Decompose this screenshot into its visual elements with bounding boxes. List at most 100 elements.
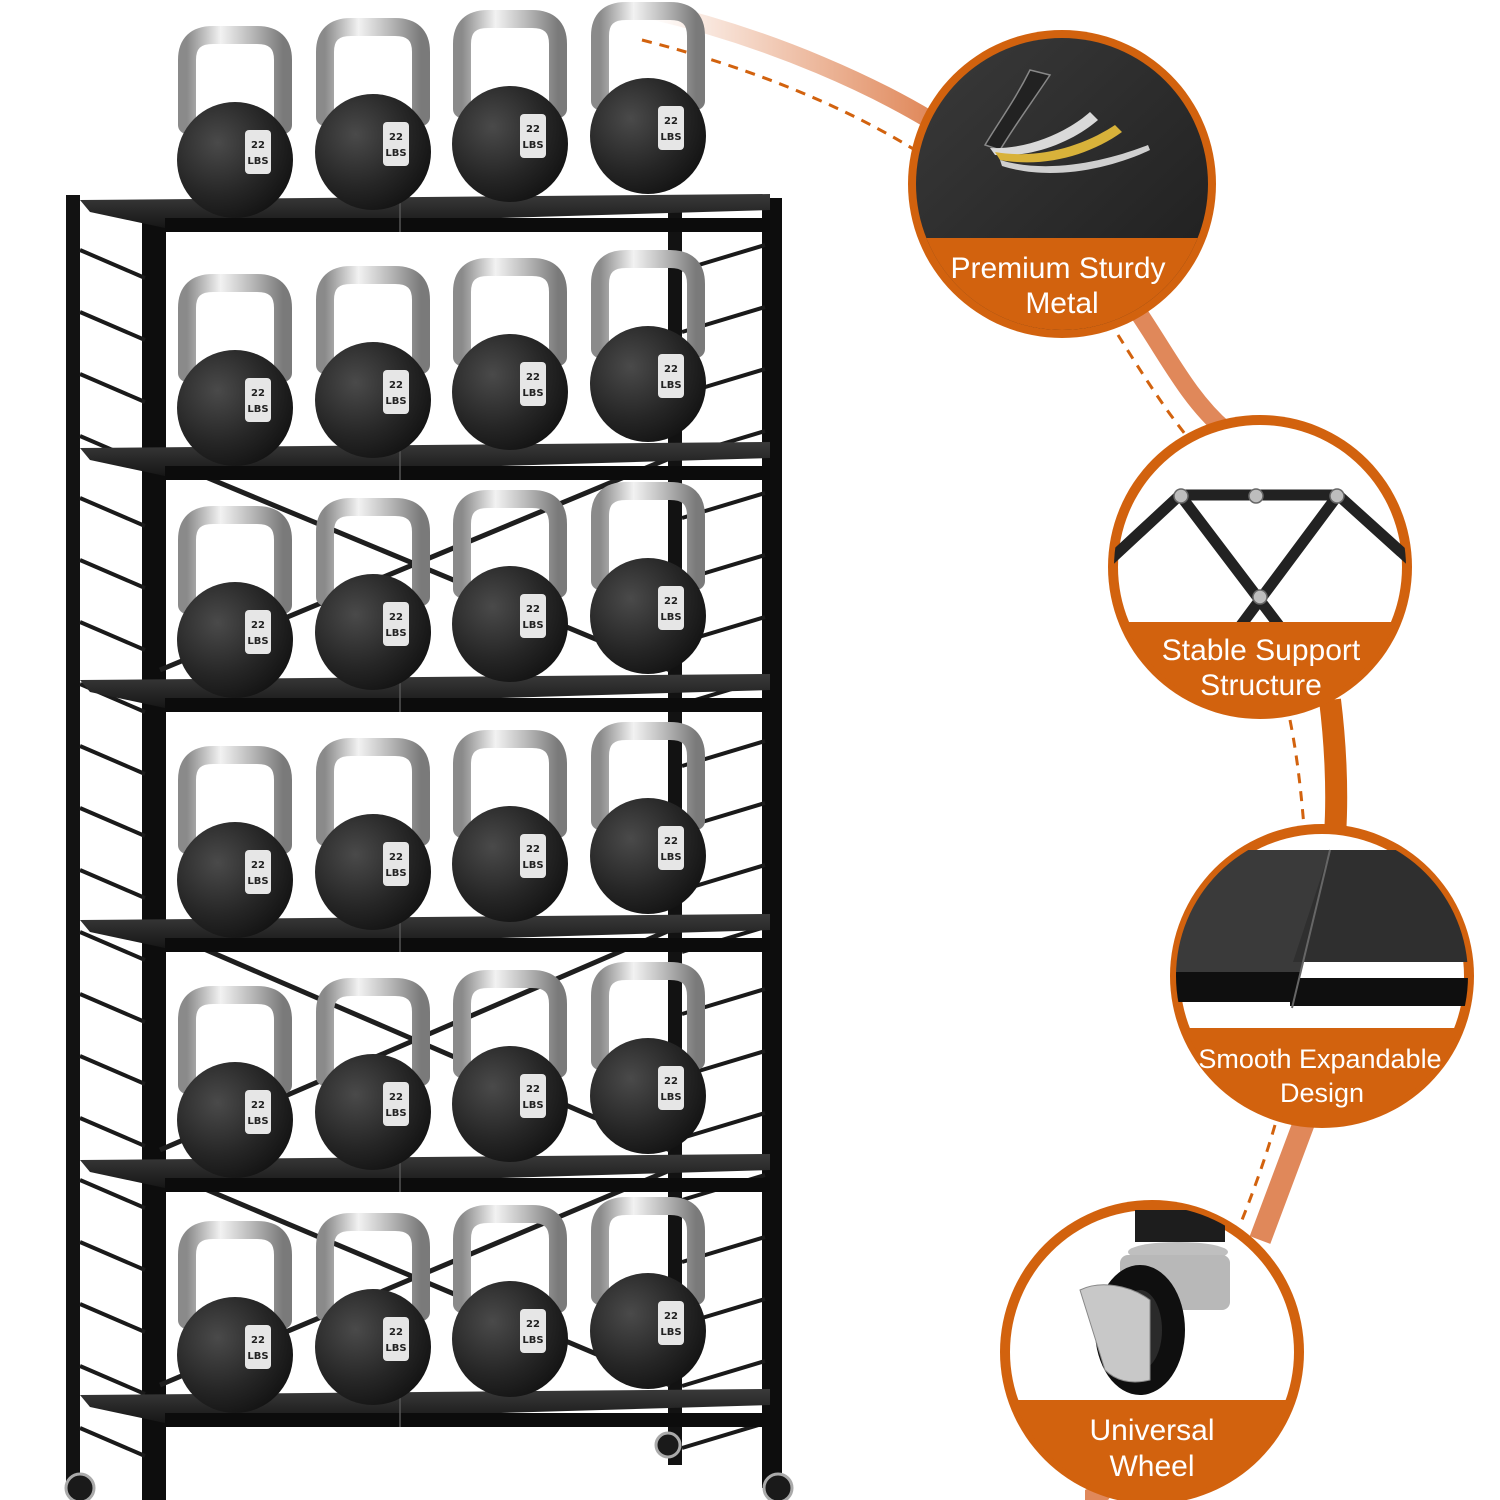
callout-label-line1: Smooth Expandable [1198,1044,1441,1074]
kettlebell-body [315,814,431,930]
kettlebell-body [590,1273,706,1389]
weight-label-plate [658,826,684,870]
side-rung [681,1421,766,1450]
weight-unit: LBS [522,860,543,871]
callout-label-line2: Structure [1200,669,1322,702]
weight-value: 22 [251,388,265,399]
weight-unit: LBS [522,620,543,631]
kettlebell-handle [591,482,705,590]
kettlebell-handle [178,26,292,134]
side-rung [79,806,146,838]
weight-value: 22 [526,604,540,615]
arc-band-3 [1249,1116,1316,1244]
shelf [80,1154,770,1192]
weight-value: 22 [251,620,265,631]
feature-callout-support: Stable Support Structure [1108,415,1412,719]
weight-label-plate [520,1074,546,1118]
shelf [80,914,770,952]
rack-wheels [64,1431,794,1500]
weight-label-plate [383,370,409,414]
side-rung [79,248,146,280]
weight-unit: LBS [385,868,406,879]
caster-wheel-icon [1079,1210,1230,1395]
kettlebell-body [177,1297,293,1413]
weight-label-plate [658,1066,684,1110]
kettlebell-body [590,78,706,194]
arc-dashed-top [641,38,916,152]
wheel-icon [64,1472,96,1500]
arc-band-1 [1132,310,1231,437]
callout-label-line1: Stable Support [1162,634,1361,667]
weight-label-plate [658,354,684,398]
side-rung [79,372,146,404]
weight-unit: LBS [385,628,406,639]
weight-label-plate [520,834,546,878]
callout-label-line2: Metal [1025,287,1098,320]
weight-value: 22 [389,612,403,623]
weight-label-plate [658,586,684,630]
callout-label-line1: Universal [1089,1414,1214,1447]
weight-value: 22 [251,1100,265,1111]
side-rung [79,1116,146,1148]
shelf [80,442,770,480]
shelf [80,194,770,232]
kettlebell-handle [316,1213,430,1321]
weight-label-plate [245,850,271,894]
kettlebell-handle [178,746,292,854]
side-rung [79,868,146,900]
kettlebell-body [452,566,568,682]
kettlebell-handle [453,490,567,598]
kettlebells: 22LBS22LBS22LBS22LBS22LBS22LBS22LBS22LBS… [177,2,706,1413]
side-rung [681,1359,766,1388]
weight-unit: LBS [522,1100,543,1111]
weight-label-plate [520,1309,546,1353]
weight-value: 22 [526,1084,540,1095]
arc-dashed-1 [1116,334,1192,441]
kettlebell-body [315,574,431,690]
kettlebell-body [315,94,431,210]
weight-value: 22 [389,852,403,863]
wheel-icon [654,1431,682,1459]
weight-value: 22 [251,860,265,871]
kettlebell-handle [453,730,567,838]
metal-layers-icon [983,69,1150,174]
weight-unit: LBS [247,404,268,415]
kettlebell-body [590,326,706,442]
kettlebell-body [590,798,706,914]
kettlebell-handle [453,258,567,366]
weight-value: 22 [389,380,403,391]
kettlebell-body [452,1281,568,1397]
side-rung [79,1178,146,1210]
kettlebell-handle [591,1197,705,1305]
weight-value: 22 [389,1092,403,1103]
wheel-icon [762,1472,794,1500]
kettlebell-handle [178,986,292,1094]
weight-unit: LBS [247,876,268,887]
kettlebell-handle [453,10,567,118]
weight-label-plate [520,362,546,406]
kettlebell-body [452,334,568,450]
rack-upright-front-right [762,198,782,1488]
weight-unit: LBS [247,636,268,647]
weight-unit: LBS [247,1351,268,1362]
callout-label-line2: Design [1280,1078,1364,1108]
weight-unit: LBS [522,388,543,399]
weight-unit: LBS [385,148,406,159]
weight-label-plate [383,1082,409,1126]
kettlebell-handle [316,18,430,126]
weight-label-plate [383,1317,409,1361]
weight-label-plate [383,842,409,886]
kettlebell-body [177,350,293,466]
